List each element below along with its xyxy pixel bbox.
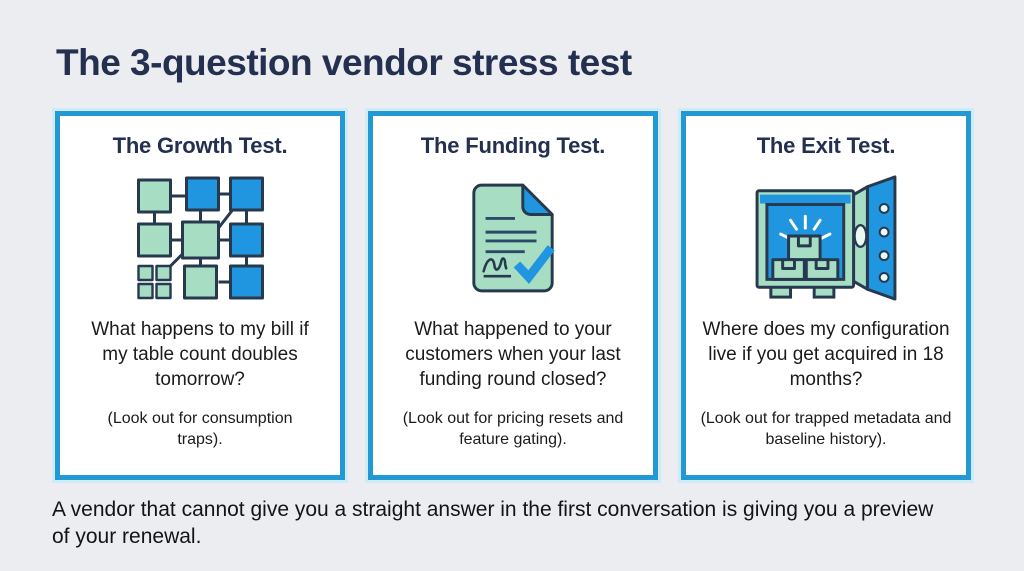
card-caution: (Look out for trapped metadata and basel…	[700, 410, 952, 449]
card-funding-test: The Funding Test. What happened t	[365, 108, 661, 483]
card-caution: (Look out for consumption traps).	[107, 410, 293, 449]
card-heading: The Funding Test.	[420, 133, 606, 158]
signed-document-icon	[466, 175, 560, 301]
card-heading: The Growth Test.	[112, 133, 288, 158]
page-title: The 3-question vendor stress test	[56, 42, 632, 83]
card-caution: (Look out for pricing resets and feature…	[402, 410, 624, 449]
open-vault-icon	[751, 175, 901, 301]
footer-line-1: A vendor that cannot give you a straight…	[52, 498, 934, 521]
card-question: What happens to my bill if my table coun…	[91, 319, 309, 391]
footer-note: A vendor that cannot give you a straight…	[52, 496, 982, 551]
signed-document-icon-svg	[472, 183, 555, 293]
growth-grid-icon-svg	[136, 176, 264, 300]
footer-line-2: of your renewal.	[52, 525, 202, 549]
card-question: What happened to your customers when you…	[405, 319, 621, 391]
card-question: Where does my configuration live if you …	[702, 319, 950, 391]
card-row: The Growth Test.	[52, 108, 974, 483]
open-vault-icon-svg	[755, 175, 897, 301]
card-growth-test: The Growth Test.	[52, 108, 348, 483]
card-heading: The Exit Test.	[756, 133, 896, 158]
card-exit-test: The Exit Test.	[678, 108, 974, 483]
growth-grid-icon	[133, 175, 268, 301]
